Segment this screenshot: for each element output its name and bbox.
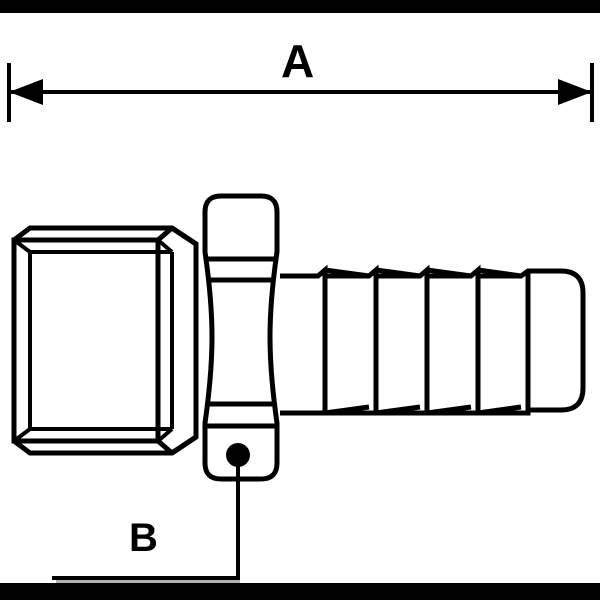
letterbox-top-bar [0,0,600,13]
dimension-a-label: A [281,35,315,87]
dimension-b-group [52,443,250,580]
dimension-a-group [7,63,594,122]
barb-taper-top-4 [477,267,522,279]
dimension-b-reference-dot [226,443,250,467]
barb-taper-top-2 [375,267,421,279]
hex-body-corner-diag-bottom-left [12,427,32,443]
barb-taper-bot-4 [477,404,522,416]
hex-body-corner-diag-top-left [12,238,32,254]
hex-body-chamfer-bottom [170,434,198,456]
barb-taper-bot-3 [426,404,472,416]
hose-barb-group [277,264,586,416]
hex-body-front-face [11,237,161,444]
hex-nut-outline [202,193,280,482]
hex-body-group [11,225,199,456]
barb-taper-top-1 [324,267,370,279]
letterbox-bottom-bar [0,583,600,600]
hex-body-chamfer-top [170,225,198,247]
barb-taper-bot-2 [375,404,421,416]
dimension-b-label: B [129,516,158,560]
dimension-a-arrowhead-right [558,79,592,105]
barb-taper-top-3 [426,267,472,279]
barb-taper-bot-1 [324,404,370,416]
dimension-a-arrowhead-left [9,79,43,105]
hex-body-edge-top-right [156,226,174,242]
hex-nut-group [202,193,280,482]
hex-body-edge-bottom-right [156,439,174,455]
